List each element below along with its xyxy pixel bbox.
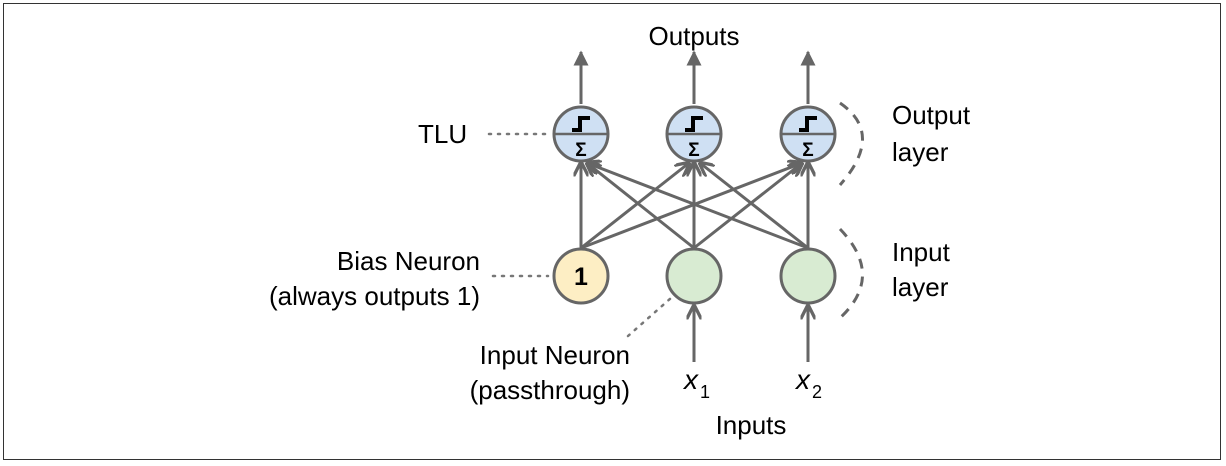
input-neuron-label-line2: (passthrough) xyxy=(470,375,630,405)
x1-variable: x xyxy=(682,364,699,395)
tlu-node-1: Σ xyxy=(552,105,610,163)
bias-neuron-label-line1: Bias Neuron xyxy=(337,246,480,276)
input-arrows xyxy=(694,306,808,362)
tlu-node-3: Σ xyxy=(779,105,837,163)
x2-label: x 2 xyxy=(794,364,822,402)
x1-label: x 1 xyxy=(682,364,710,402)
bias-value: 1 xyxy=(574,263,588,291)
output-arrows xyxy=(573,50,816,104)
x2-subscript: 2 xyxy=(812,382,822,402)
diagram-frame xyxy=(3,3,1221,460)
connection xyxy=(580,163,802,250)
input-neuron-leader-line xyxy=(626,296,673,338)
outputs-label: Outputs xyxy=(648,21,739,51)
input-layer-label-line1: Input xyxy=(892,237,951,267)
x2-variable: x xyxy=(794,364,811,395)
input-neuron-label-line1: Input Neuron xyxy=(480,340,630,370)
output-layer: Σ Σ Σ xyxy=(552,105,837,163)
tlu-label: TLU xyxy=(418,119,467,149)
connection xyxy=(693,163,802,250)
step-function-icon xyxy=(572,116,590,132)
bias-neuron-label-line2: (always outputs 1) xyxy=(269,281,480,311)
input-layer-label-line2: layer xyxy=(892,272,949,302)
tlu-node-2: Σ xyxy=(665,105,723,163)
output-layer-label-line2: layer xyxy=(892,137,949,167)
input-neuron-2 xyxy=(779,247,837,305)
input-neuron-1 xyxy=(665,247,723,305)
connections xyxy=(580,163,809,250)
sigma-icon: Σ xyxy=(688,140,699,161)
connection xyxy=(587,163,809,250)
output-layer-label-line1: Output xyxy=(892,100,971,130)
step-function-icon xyxy=(685,116,703,132)
output-layer-brace xyxy=(838,101,864,186)
step-function-icon xyxy=(799,116,817,132)
x1-subscript: 1 xyxy=(700,382,710,402)
input-layer-brace xyxy=(838,227,864,320)
inputs-label: Inputs xyxy=(716,410,787,440)
leader-lines xyxy=(487,132,673,338)
sigma-icon: Σ xyxy=(575,140,586,161)
connection xyxy=(580,163,689,250)
input-layer: 1 xyxy=(552,247,837,305)
sigma-icon: Σ xyxy=(802,140,813,161)
bias-neuron: 1 xyxy=(552,247,610,305)
connection xyxy=(587,163,695,250)
connection xyxy=(700,163,809,250)
